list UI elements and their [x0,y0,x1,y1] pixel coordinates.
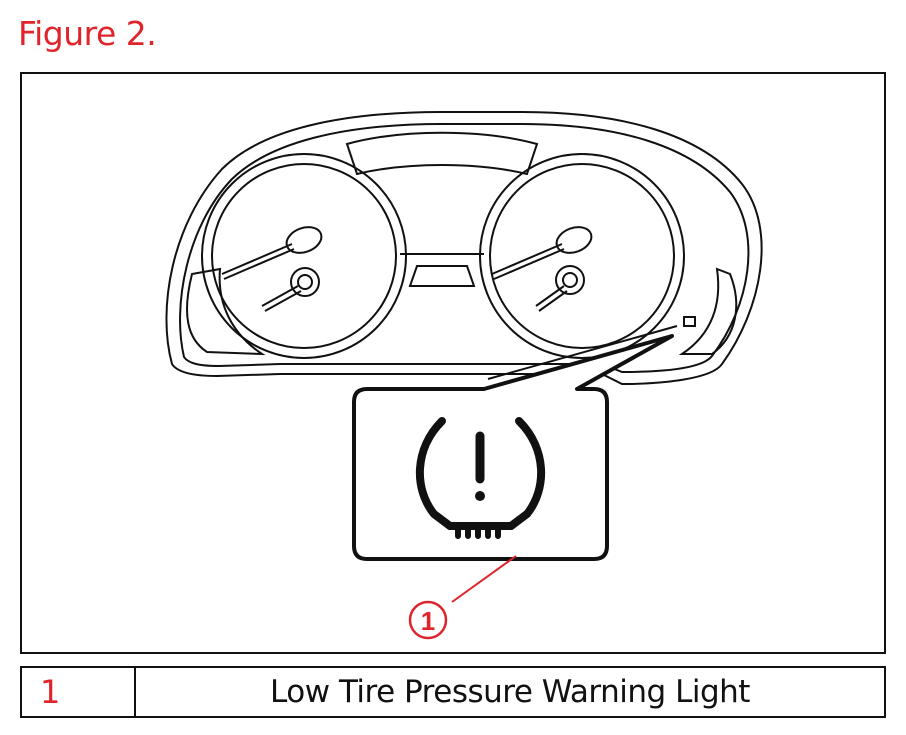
right-gauge-outer [479,153,685,359]
figure-title: Figure 2. [18,14,157,53]
center-display [408,265,476,287]
left-lower-panel [186,267,266,356]
cluster-housing-inner [179,123,750,374]
left-gauge-inner [211,163,397,349]
top-display-window [345,131,539,176]
legend-label: Low Tire Pressure Warning Light [270,674,750,710]
callout-number-circle [408,600,448,640]
left-gauge-outer [201,153,407,359]
illustration-frame: 1 [20,72,886,654]
callout-box [352,334,674,561]
legend-table: 1 Low Tire Pressure Warning Light [20,666,886,718]
callout-leader-line [451,555,517,603]
callout-number: 1 [421,606,435,636]
legend-number: 1 [22,668,136,716]
indicator-location-marker [683,316,696,327]
right-lower-panel [678,267,738,355]
right-gauge-needles [491,226,593,312]
left-gauge-needles [221,226,323,312]
right-gauge-inner [489,163,675,349]
cluster-housing-outer [165,111,763,386]
tpms-warning-icon [415,417,546,539]
instrument-cluster-illustration: 1 [165,111,763,640]
